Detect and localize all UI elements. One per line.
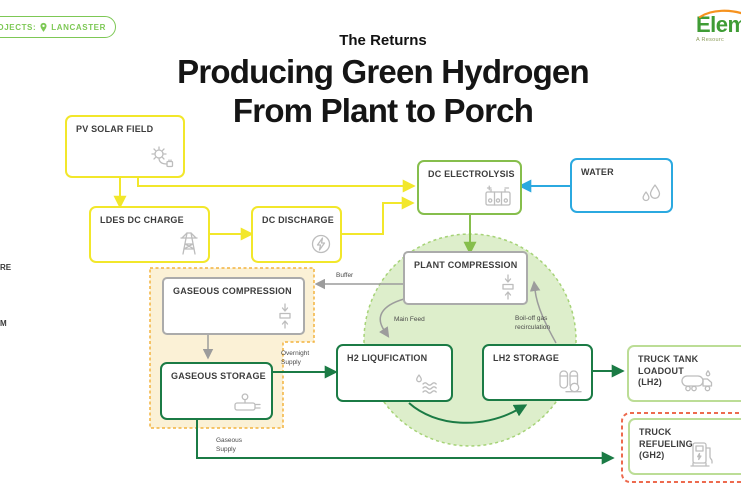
storage-tanks-icon [559,370,582,393]
clipped-text-re: RE [0,263,12,272]
valve-icon [234,393,261,411]
node-label-line-2: LOADOUT [638,365,684,376]
water-drops-icon [642,184,661,202]
node-label-line-2: REFUELING [639,438,693,449]
page-title: Producing Green Hydrogen From Plant to P… [108,53,658,130]
edge-gaseous-supply [196,420,615,465]
edge-liq-to-lh2 [408,402,528,424]
node-label: GASEOUS COMPRESSION [173,286,292,296]
node-plant-compression: PLANT COMPRESSION [403,251,528,305]
node-label: LDES DC CHARGE [100,215,184,225]
electrolyzer-icon [485,185,511,206]
node-truck-refueling: TRUCK REFUELING (GH2) [628,418,741,475]
logo-tagline: A Resourc [696,37,725,43]
node-label: H2 LIQUFICATION [347,353,428,363]
badge-prefix: E PROJECTS: [0,22,37,32]
edge-label-line: Boil-off gas [515,315,548,322]
node-label: DC DISCHARGE [262,215,334,225]
lightning-circle-icon [311,234,331,254]
edge-discharge-to-electrolysis [342,196,415,235]
logo-wordmark: Elem [696,12,741,37]
node-label: TRUCK REFUELING (GH2) [639,427,741,462]
node-label: PV SOLAR FIELD [76,124,154,134]
node-label: DC ELECTROLYSIS [428,169,515,179]
node-label: PLANT COMPRESSION [414,260,518,270]
node-label: WATER [581,167,614,177]
edge-label-main-feed: Main Feed [394,316,425,323]
edge-label-line: Gaseous [216,437,243,444]
title-line-1: Producing Green Hydrogen [177,53,589,90]
edge-label-line: recirculation [515,323,551,331]
kicker-text: The Returns [339,32,427,49]
edge-main-feed [379,298,405,338]
company-logo: Elem A Resourc [696,9,741,43]
logo-swoosh-icon [698,9,741,19]
node-truck-tank-loadout: TRUCK TANK LOADOUT (LH2) [627,345,741,402]
node-label: TRUCK TANK LOADOUT (LH2) [638,354,741,389]
title-line-2: From Plant to Porch [232,91,534,129]
edge-label-gaseous-supply: Gaseous Supply [216,437,242,455]
sun-plug-icon [151,146,174,168]
node-ldes-dc-charge: LDES DC CHARGE [89,206,210,263]
edge-label-boil-off: Boil-off gas recirculation [515,315,550,333]
edge-label-line: Supply [216,445,236,453]
clipped-text-m: M [0,319,7,328]
node-label-line-1: TRUCK [639,427,672,437]
location-pin-icon [40,22,47,32]
fuel-pump-icon [690,442,713,467]
node-lh2-storage: LH2 STORAGE [482,344,593,401]
compression-icon [502,274,514,300]
transmission-tower-icon [180,232,198,255]
liquid-waves-icon [416,374,437,394]
edge-label-buffer: Buffer [336,272,354,279]
edge-pv-to-electrolysis [137,178,416,193]
tanker-truck-icon [681,370,713,392]
edge-boil-off [529,280,557,344]
node-water: WATER [570,158,673,213]
edge-label-line: Supply [281,358,301,366]
node-h2-liquification: H2 LIQUFICATION [336,344,453,402]
node-dc-electrolysis: DC ELECTROLYSIS [417,160,522,215]
node-pv-solar-field: PV SOLAR FIELD [65,115,185,178]
node-label-line-1: TRUCK TANK [638,354,699,364]
node-label: GASEOUS STORAGE [171,371,266,381]
edge-label-line: Overnight [281,350,310,357]
node-label: LH2 STORAGE [493,353,560,363]
node-label-line-3: (LH2) [638,377,662,388]
node-gaseous-compression: GASEOUS COMPRESSION [162,277,305,335]
node-gaseous-storage: GASEOUS STORAGE [160,362,273,420]
badge-location: LANCASTER [51,22,106,32]
node-label-line-3: (GH2) [639,450,665,461]
edge-label-overnight-supply: Overnight Supply [281,350,309,368]
project-badge: E PROJECTS: LANCASTER [0,16,116,38]
node-dc-discharge: DC DISCHARGE [251,206,342,263]
compression-icon [279,303,291,329]
